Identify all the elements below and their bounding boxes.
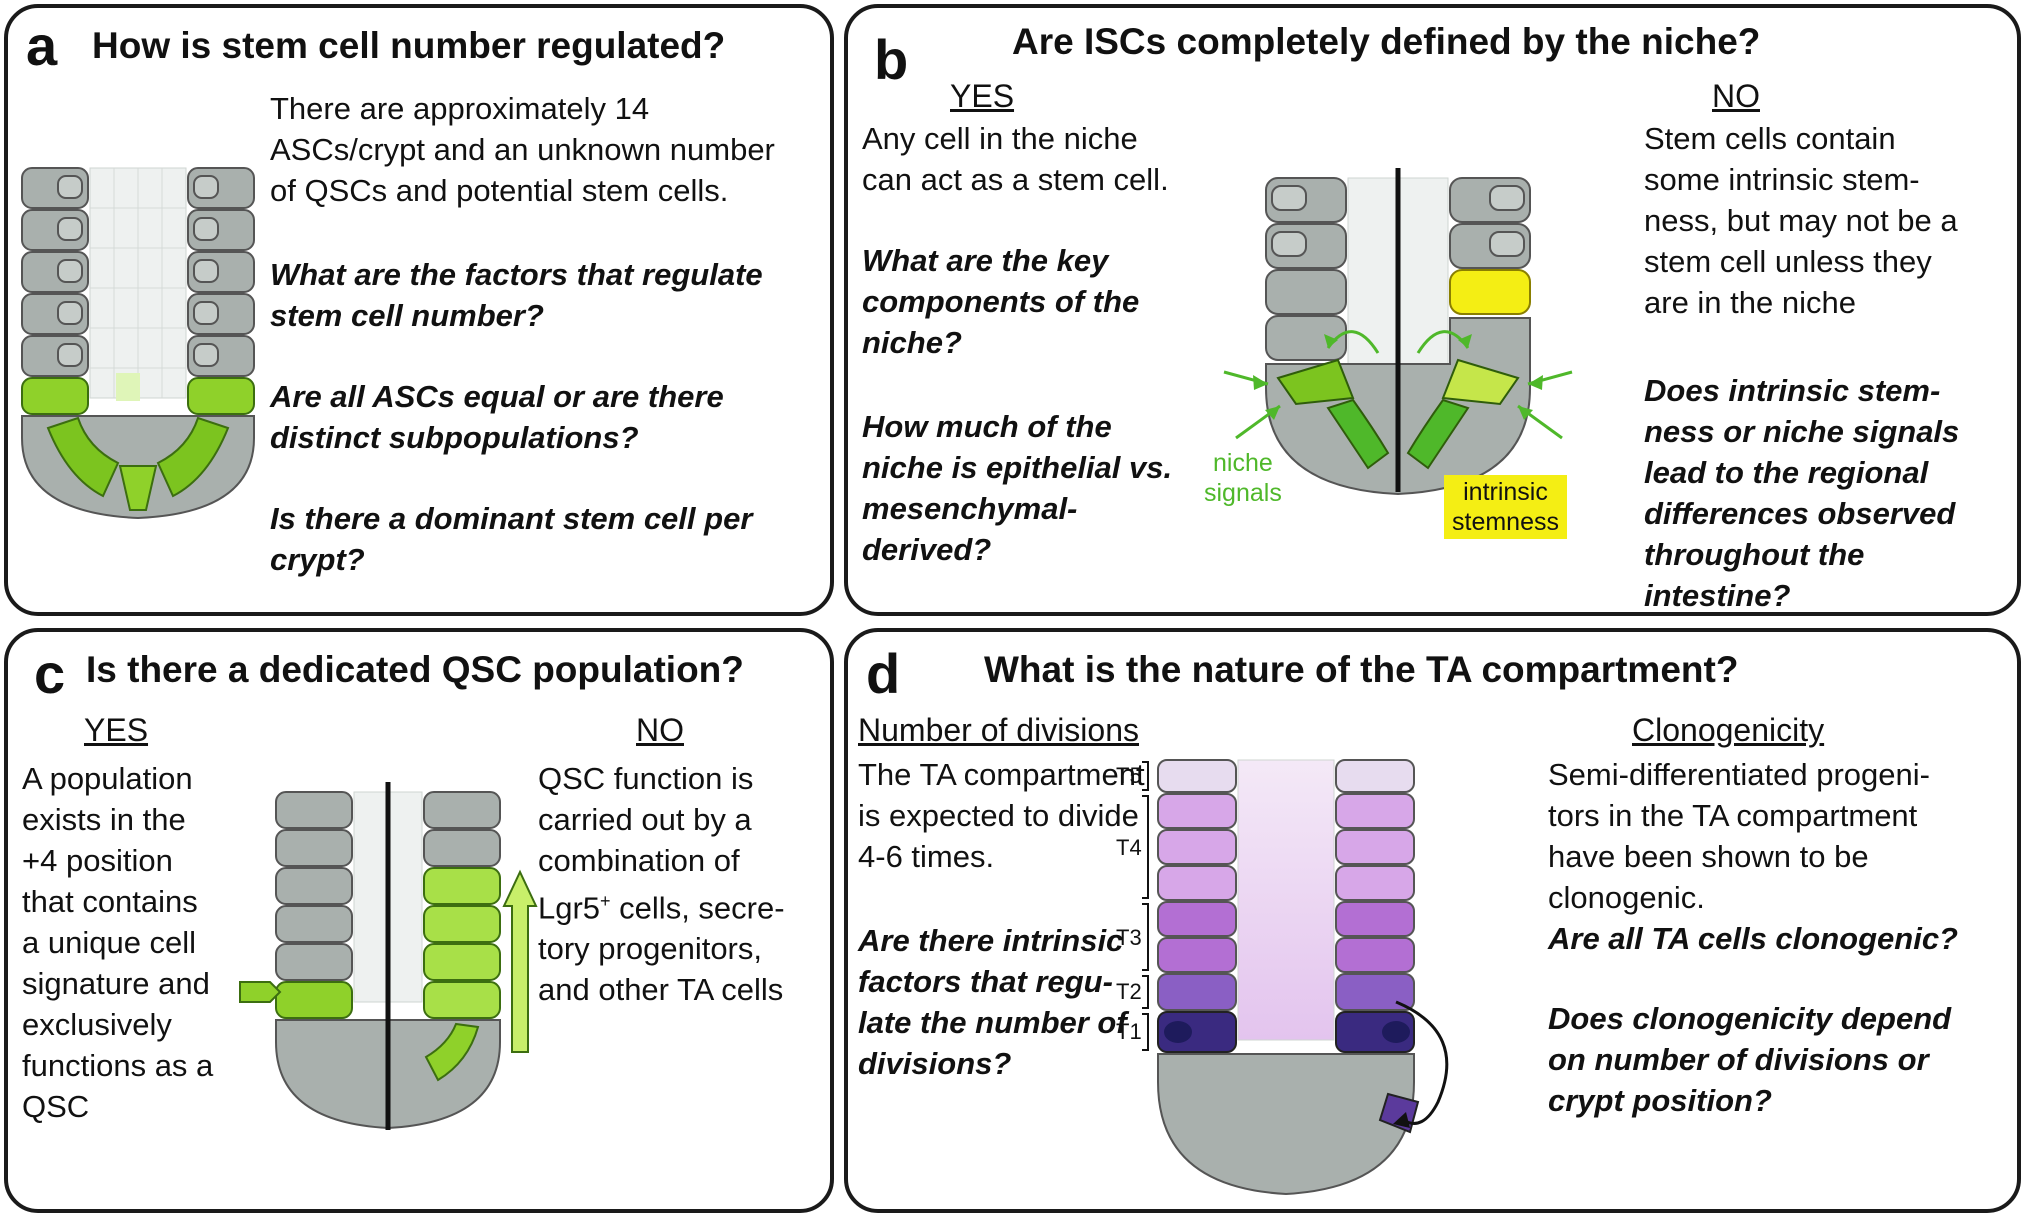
panel-c-no-heading: NO — [636, 712, 684, 748]
panel-d-letter: d — [866, 642, 901, 705]
panel-c-no-rest: tory progenitors, and other TA cells — [538, 931, 784, 1008]
panel-d-tier-t2: T2 — [1116, 979, 1142, 1004]
panel-d-right-question-1: Are all TA cells clonogenic? — [1548, 921, 1958, 956]
panel-b-yes-question-2: How much of the niche is epithelial vs. … — [862, 409, 1173, 567]
panel-a-title: How is stem cell number regulated? — [92, 25, 726, 66]
panel-c: c Is there a dedicated QSC population? Y… — [4, 628, 834, 1213]
panel-c-lgr5-sup: + — [600, 891, 611, 911]
panel-c-yes-heading: YES — [84, 712, 149, 748]
panel-b-intrinsic-stemness-label: intrinsic stemness — [1444, 475, 1567, 539]
panel-a-question-3: Is there a dominant stem cell per crypt? — [270, 501, 753, 577]
panel-b-no-question: Does intrinsic stem- ness or niche signa… — [1644, 373, 1960, 613]
panel-c-yes-text: A population exists in the +4 position t… — [22, 761, 214, 1124]
panel-b-yes-question-1: What are the key components of the niche… — [862, 243, 1140, 360]
panel-b-crypt-diagram — [1223, 168, 1573, 496]
panel-d-tier-t1: T1 — [1116, 1019, 1142, 1044]
panel-b-title: Are ISCs completely defined by the niche… — [1012, 21, 1761, 62]
panel-a-intro: There are approximately 14 ASCs/crypt an… — [270, 91, 775, 208]
panel-d-left-question: Are there intrinsic factors that regu- l… — [858, 923, 1127, 1081]
panel-c-no-text: QSC function is carried out by a combina… — [538, 758, 785, 1010]
panel-a-question-2: Are all ASCs equal or are there distinct… — [270, 379, 724, 455]
panel-d-tier-t3: T3 — [1116, 925, 1142, 950]
panel-d-crypt-diagram — [1142, 759, 1449, 1196]
panel-a: a How is stem cell number regulated? — [4, 4, 834, 616]
panel-c-title: Is there a dedicated QSC population? — [86, 649, 744, 690]
panel-d-tier-t4: T4 — [1116, 835, 1142, 860]
panel-d-right-text: Semi-differentiated progeni- tors in the… — [1548, 757, 1930, 915]
panel-a-letter: a — [26, 14, 58, 77]
panel-d-tier-t5: T5 — [1116, 763, 1142, 788]
panel-d-title: What is the nature of the TA compartment… — [984, 649, 1739, 690]
panel-b-no-text: Stem cells contain some intrinsic stem- … — [1644, 121, 1958, 320]
panel-b-letter: b — [874, 28, 909, 91]
panel-d: d What is the nature of the TA compartme… — [844, 628, 2021, 1213]
panel-b: b Are ISCs completely defined by the nic… — [844, 4, 2021, 616]
panel-b-no-heading: NO — [1712, 78, 1760, 114]
panel-c-lgr5-rest: cells, secre- — [610, 890, 785, 926]
panel-d-right-heading: Clonogenicity — [1632, 712, 1825, 748]
panel-a-crypt-diagram — [21, 167, 255, 520]
panel-a-question-1: What are the factors that regulate stem … — [270, 257, 763, 333]
panel-d-left-heading: Number of divisions — [858, 712, 1139, 748]
panel-b-yes-text: Any cell in the niche can act as a stem … — [862, 121, 1169, 197]
panel-b-niche-signals-label: niche signals — [1204, 449, 1282, 507]
panel-d-left-text: The TA compartment is expected to divide… — [858, 757, 1145, 874]
panel-c-lgr5: Lgr5 — [538, 890, 601, 926]
panel-c-crypt-diagram — [239, 782, 538, 1130]
panel-c-no-line3: combination of — [538, 843, 740, 878]
panel-d-right-question-2: Does clonogenicity depend on number of d… — [1548, 1001, 1952, 1118]
panel-c-no-line2: carried out by a — [538, 802, 752, 837]
panel-c-no-line1: QSC function is — [538, 761, 754, 796]
panel-b-yes-heading: YES — [950, 78, 1015, 114]
panel-c-letter: c — [34, 642, 66, 705]
